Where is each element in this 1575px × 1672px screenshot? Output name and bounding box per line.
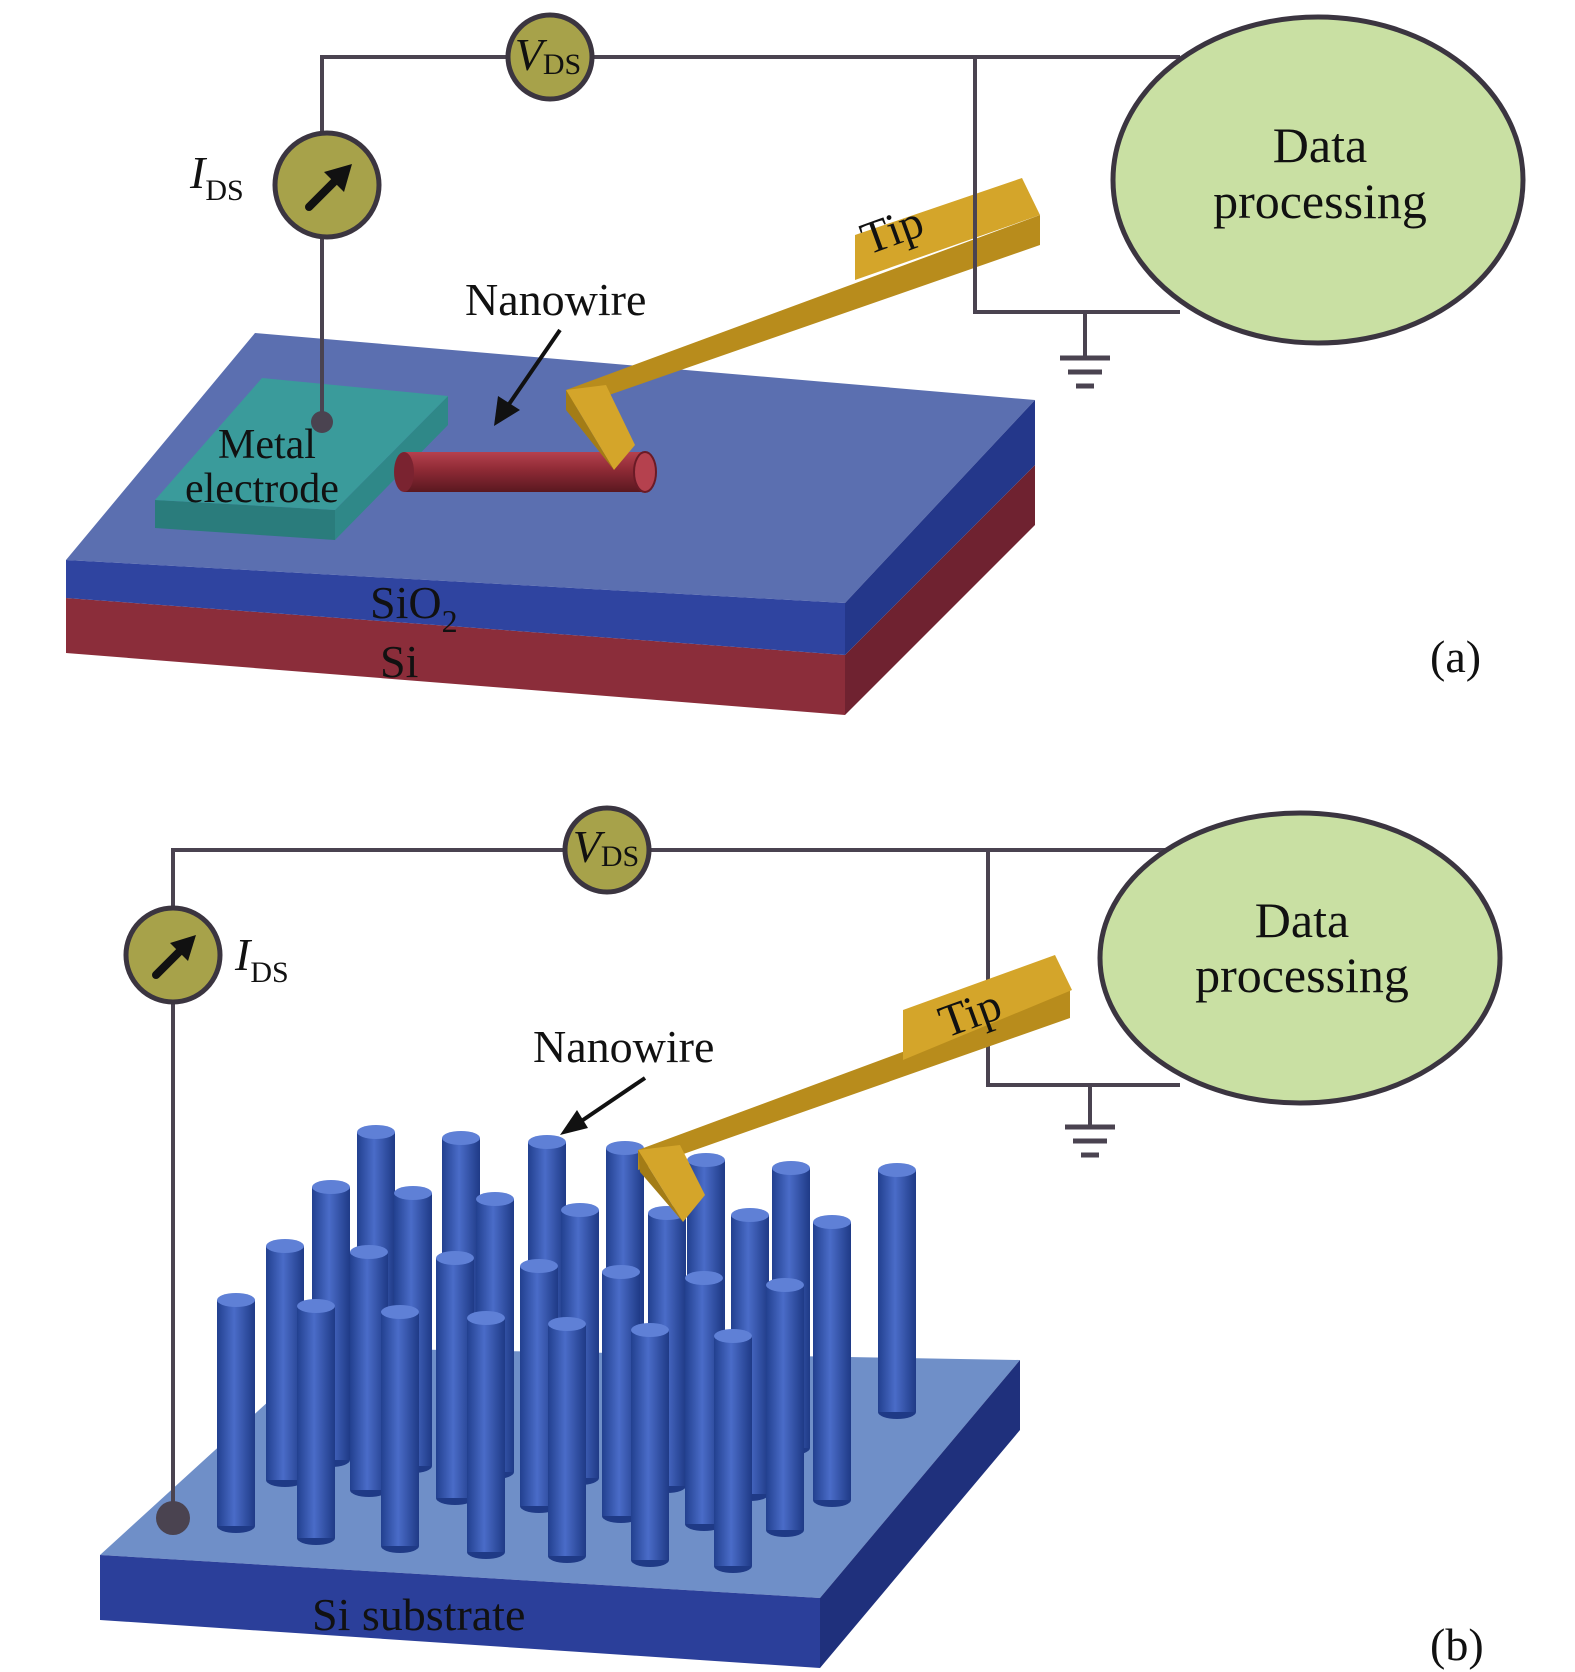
vds-meter-a: VDS <box>505 12 595 102</box>
nanowire-rod <box>631 1323 669 1567</box>
nanowire-rod <box>381 1305 419 1553</box>
vds-meter-b: VDS <box>562 805 652 895</box>
si-label: Si <box>380 636 418 687</box>
nanowire-rod <box>297 1299 335 1545</box>
nanowire-pointer-arrow-b <box>560 1076 647 1135</box>
substrate-label: Si substrate <box>312 1589 525 1640</box>
vds-subscript: DS <box>543 48 581 81</box>
circuit-wires-a <box>311 55 1180 433</box>
data-processing-line1: Data <box>1255 892 1349 948</box>
ids-subscript: DS <box>250 956 288 989</box>
svg-text:VDS: VDS <box>573 821 639 873</box>
svg-text:IDS: IDS <box>189 147 244 207</box>
panel-b-label: (b) <box>1430 1619 1484 1670</box>
ammeter-arrow-icon <box>152 935 196 979</box>
panel-b: Data processing VDS IDS Tip Nanowire Si … <box>100 805 1503 1670</box>
nanowire-rod <box>467 1311 505 1559</box>
nanowire-label-b: Nanowire <box>533 1021 714 1072</box>
sio2-subscript: 2 <box>442 603 458 639</box>
electrode-label-line2: electrode <box>185 466 339 512</box>
nanowire-pointer-arrow-a <box>494 328 562 426</box>
svg-text:IDS: IDS <box>234 929 289 989</box>
svg-text:VDS: VDS <box>515 29 581 81</box>
vds-subscript: DS <box>601 840 639 873</box>
ids-symbol: I <box>234 929 253 980</box>
substrate-contact-dot <box>156 1501 190 1535</box>
data-processing-line2: processing <box>1213 173 1427 229</box>
circuit-wires-b <box>156 848 1180 1535</box>
ground-icon <box>1060 355 1110 389</box>
nanowire-rod <box>766 1278 804 1537</box>
panel-a: Data processing VDS IDS Tip Nanowire Met… <box>66 12 1526 715</box>
data-processing-unit-b: Data processing <box>1097 810 1503 1106</box>
ammeter-arrow-icon <box>305 164 352 211</box>
nanowire-rod <box>714 1329 752 1573</box>
nanowire-rod <box>548 1317 586 1563</box>
nanowire-rod <box>217 1293 255 1533</box>
cantilever-tip-b <box>638 955 1072 1222</box>
si-layer <box>66 465 1035 715</box>
metal-electrode <box>155 378 448 540</box>
ids-meter-a: IDS <box>189 130 382 240</box>
nanowire-rod <box>813 1215 851 1507</box>
nanowire-a <box>394 451 657 493</box>
ids-meter-b: IDS <box>123 905 289 1005</box>
sio2-label: SiO <box>370 577 442 628</box>
vds-symbol: V <box>515 29 548 80</box>
data-processing-line1: Data <box>1273 117 1367 173</box>
nanowire-rod <box>878 1163 916 1419</box>
panel-a-label: (a) <box>1430 631 1481 682</box>
vds-symbol: V <box>573 821 606 872</box>
wire-contact-dot <box>311 411 333 433</box>
electrode-label-line1: Metal <box>218 422 316 468</box>
ids-symbol: I <box>189 147 208 198</box>
nanowire-label-a: Nanowire <box>465 274 646 325</box>
data-processing-line2: processing <box>1195 947 1409 1003</box>
ground-icon <box>1065 1124 1115 1158</box>
data-processing-unit-a: Data processing <box>1110 14 1526 346</box>
ids-subscript: DS <box>205 174 243 207</box>
svg-text:SiO2: SiO2 <box>370 577 458 639</box>
cantilever-tip-a <box>566 178 1040 470</box>
